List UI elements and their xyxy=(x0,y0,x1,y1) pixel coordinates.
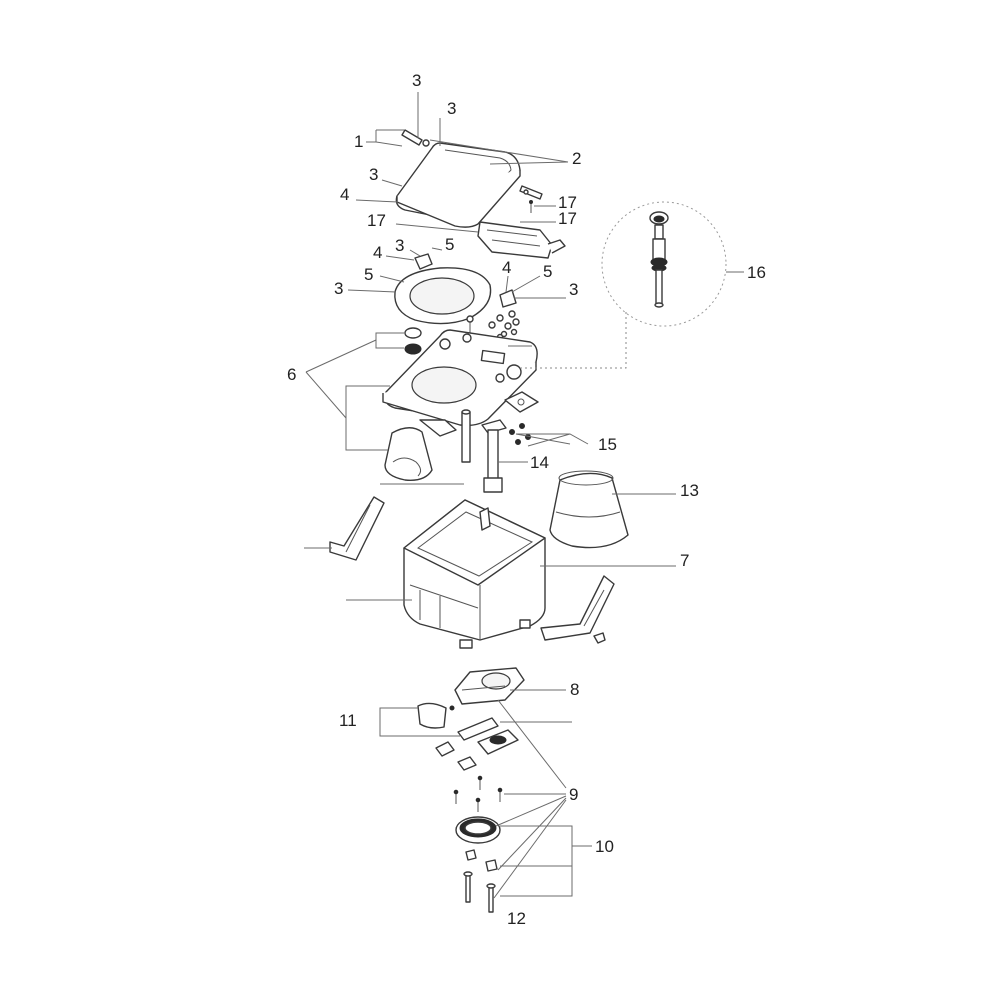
gasket-black xyxy=(404,343,422,355)
callout-16: 16 xyxy=(747,263,766,282)
hinge-block-left xyxy=(414,253,433,270)
callout-3-top: 3 xyxy=(412,71,421,90)
callout-17-right: 17 xyxy=(558,209,577,228)
carry-handle-right xyxy=(540,575,615,641)
callout-4-lid: 4 xyxy=(340,185,349,204)
sealing-cone xyxy=(549,470,629,549)
slide-knob xyxy=(417,702,447,729)
gasket-white xyxy=(404,327,422,339)
callout-3-seat: 3 xyxy=(334,279,343,298)
callout-4-hinge: 4 xyxy=(373,243,382,262)
top-tank xyxy=(382,329,538,437)
callout-4-right: 4 xyxy=(502,258,511,277)
screws-9 xyxy=(453,775,503,812)
callout-5-seat: 5 xyxy=(364,265,373,284)
slider-bar xyxy=(457,717,499,741)
callout-14: 14 xyxy=(530,453,549,472)
callout-17-left: 17 xyxy=(367,211,386,230)
valve-seal xyxy=(477,729,519,755)
valve-cover xyxy=(384,427,433,481)
hinge-pin-top xyxy=(401,129,430,147)
holding-tank xyxy=(403,499,546,649)
callout-3-lid-top: 3 xyxy=(447,99,456,118)
callout-7: 7 xyxy=(680,551,689,570)
callout-3-right: 3 xyxy=(569,280,578,299)
callout-labels: 3 3 1 2 3 4 17 17 17 3 5 4 4 5 5 3 3 16 … xyxy=(287,71,766,928)
callout-1: 1 xyxy=(354,132,363,151)
nut-left xyxy=(465,849,477,861)
valve-housing xyxy=(449,667,525,711)
callout-8: 8 xyxy=(570,680,579,699)
bearing-ring xyxy=(455,816,501,844)
callout-5-right: 5 xyxy=(543,262,552,281)
hinge-block-right xyxy=(499,289,517,308)
screw-17 xyxy=(529,200,533,213)
seat-ring xyxy=(394,267,492,325)
handle-cover xyxy=(477,221,566,259)
callout-6: 6 xyxy=(287,365,296,384)
pump-tube xyxy=(481,419,507,493)
leader-lines xyxy=(304,92,744,899)
carry-handle-left xyxy=(329,496,385,561)
callout-15: 15 xyxy=(598,435,617,454)
flange-plate xyxy=(504,391,539,413)
callout-10: 10 xyxy=(595,837,614,856)
screw-handle xyxy=(593,632,606,644)
callout-9: 9 xyxy=(569,785,578,804)
detail-inset-link xyxy=(518,312,627,369)
lid xyxy=(395,142,521,228)
clip-lower xyxy=(457,756,477,771)
callout-3-lid: 3 xyxy=(369,165,378,184)
callout-12: 12 xyxy=(507,909,526,928)
bolt-long-right xyxy=(486,883,496,913)
hinge-pin-right xyxy=(519,185,543,200)
piston-rod xyxy=(461,409,471,463)
callout-13: 13 xyxy=(680,481,699,500)
callout-3-hinge: 3 xyxy=(395,236,404,255)
detail-inset xyxy=(601,201,727,327)
callout-5-hinge: 5 xyxy=(445,235,454,254)
callout-17-right-top: 17 xyxy=(558,193,577,212)
callout-11: 11 xyxy=(339,711,357,730)
bolt-long-left xyxy=(463,871,473,903)
callout-2: 2 xyxy=(572,149,581,168)
clip-upper xyxy=(435,741,455,757)
nut-right xyxy=(485,859,498,872)
